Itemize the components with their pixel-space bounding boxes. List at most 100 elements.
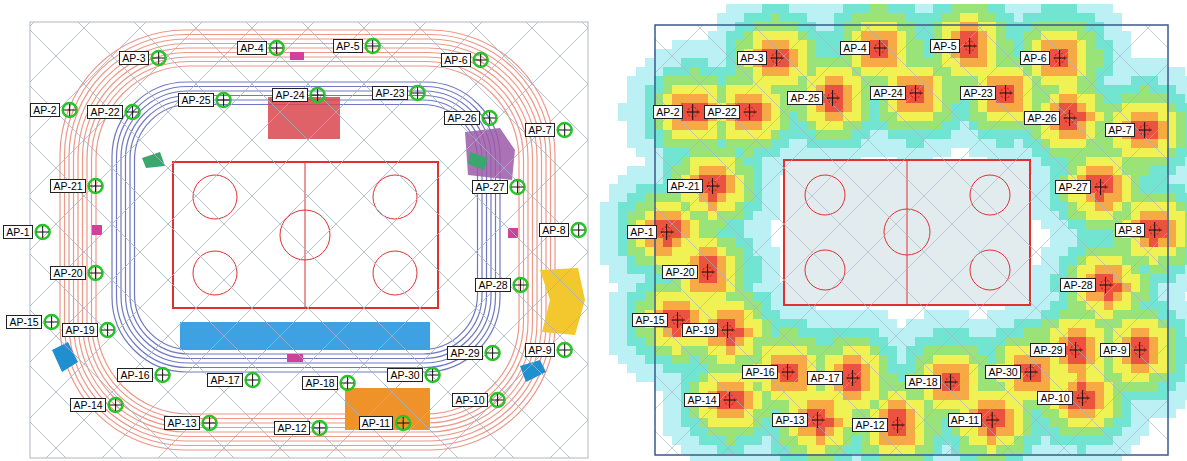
heat-cell: [645, 355, 654, 364]
heat-cell: [798, 13, 807, 22]
heat-cell: [627, 94, 636, 103]
heat-cell: [645, 148, 654, 157]
heat-cell: [960, 13, 969, 22]
heat-cell: [618, 103, 627, 112]
heat-cell: [879, 4, 888, 13]
heat-cell: [609, 229, 618, 238]
heat-cell: [645, 238, 654, 247]
heat-cell: [969, 13, 978, 22]
heat-cell: [627, 238, 636, 247]
heat-cell: [645, 121, 654, 130]
heat-cell: [636, 247, 645, 256]
heat-cell: [627, 337, 636, 346]
heat-cell: [861, 4, 870, 13]
heat-cell: [888, 4, 897, 13]
heat-cell: [789, 13, 798, 22]
heat-cell: [609, 202, 618, 211]
heat-cell: [807, 4, 816, 13]
heat-cell: [645, 247, 654, 256]
heat-cell: [933, 13, 942, 22]
heat-cell: [888, 13, 897, 22]
heat-cell: [636, 256, 645, 265]
heat-cell: [609, 328, 618, 337]
heat-cell: [1005, 13, 1014, 22]
heat-cell: [645, 328, 654, 337]
heat-cell: [843, 4, 852, 13]
heat-cell: [645, 337, 654, 346]
heat-cell: [645, 58, 654, 67]
heat-cell: [1014, 4, 1023, 13]
heat-cell: [609, 211, 618, 220]
heat-cell: [627, 193, 636, 202]
heat-cell: [636, 373, 645, 382]
heat-cell: [609, 265, 618, 274]
heat-cell: [627, 247, 636, 256]
heat-cell: [618, 283, 627, 292]
heat-cell: [942, 13, 951, 22]
heat-cell: [744, 4, 753, 13]
heat-cell: [924, 13, 933, 22]
heat-cell: [609, 310, 618, 319]
heat-cell: [645, 301, 654, 310]
heat-cell: [636, 139, 645, 148]
heat-cell: [645, 139, 654, 148]
heat-cell: [627, 184, 636, 193]
heat-cell: [825, 13, 834, 22]
heat-cell: [942, 4, 951, 13]
heat-cell: [753, 4, 762, 13]
heat-cell: [627, 202, 636, 211]
heat-cell: [645, 157, 654, 166]
heat-cell: [636, 238, 645, 247]
heat-cell: [618, 328, 627, 337]
heat-cell: [798, 4, 807, 13]
heat-cell: [780, 13, 789, 22]
heat-map: [600, 4, 1187, 461]
heat-cell: [645, 130, 654, 139]
heat-cell: [600, 238, 609, 247]
heat-cell: [906, 13, 915, 22]
heat-cell: [600, 256, 609, 265]
heat-cell: [1050, 4, 1059, 13]
heat-cell: [951, 13, 960, 22]
heat-cell: [600, 229, 609, 238]
heat-cell: [1023, 4, 1032, 13]
heat-cell: [834, 13, 843, 22]
heat-cell: [600, 247, 609, 256]
heat-cell: [735, 4, 744, 13]
heat-cell: [951, 4, 960, 13]
heat-cell: [1032, 4, 1041, 13]
heat-cell: [609, 274, 618, 283]
heat-cell: [645, 85, 654, 94]
heat-cell: [618, 211, 627, 220]
heat-cell: [1059, 4, 1068, 13]
heat-cell: [1050, 13, 1059, 22]
heat-cell: [726, 4, 735, 13]
heat-cell: [618, 274, 627, 283]
heat-cell: [1032, 13, 1041, 22]
heat-cell: [645, 76, 654, 85]
heat-cell: [636, 76, 645, 85]
heat-cell: [609, 220, 618, 229]
heat-cell: [618, 193, 627, 202]
heat-cell: [618, 319, 627, 328]
heat-cell: [609, 247, 618, 256]
heat-cell: [627, 301, 636, 310]
heat-cell: [609, 319, 618, 328]
heat-cell: [969, 4, 978, 13]
heat-cell: [897, 13, 906, 22]
heat-cell: [627, 175, 636, 184]
heat-cell: [744, 13, 753, 22]
heat-cell: [627, 283, 636, 292]
heat-cell: [978, 4, 987, 13]
heat-cell: [636, 301, 645, 310]
heat-cell: [645, 94, 654, 103]
heat-cell: [645, 265, 654, 274]
heat-cell: [636, 148, 645, 157]
heat-cell: [645, 292, 654, 301]
heat-cell: [627, 211, 636, 220]
heat-cell: [906, 4, 915, 13]
heat-cell: [627, 130, 636, 139]
heat-cell: [600, 220, 609, 229]
